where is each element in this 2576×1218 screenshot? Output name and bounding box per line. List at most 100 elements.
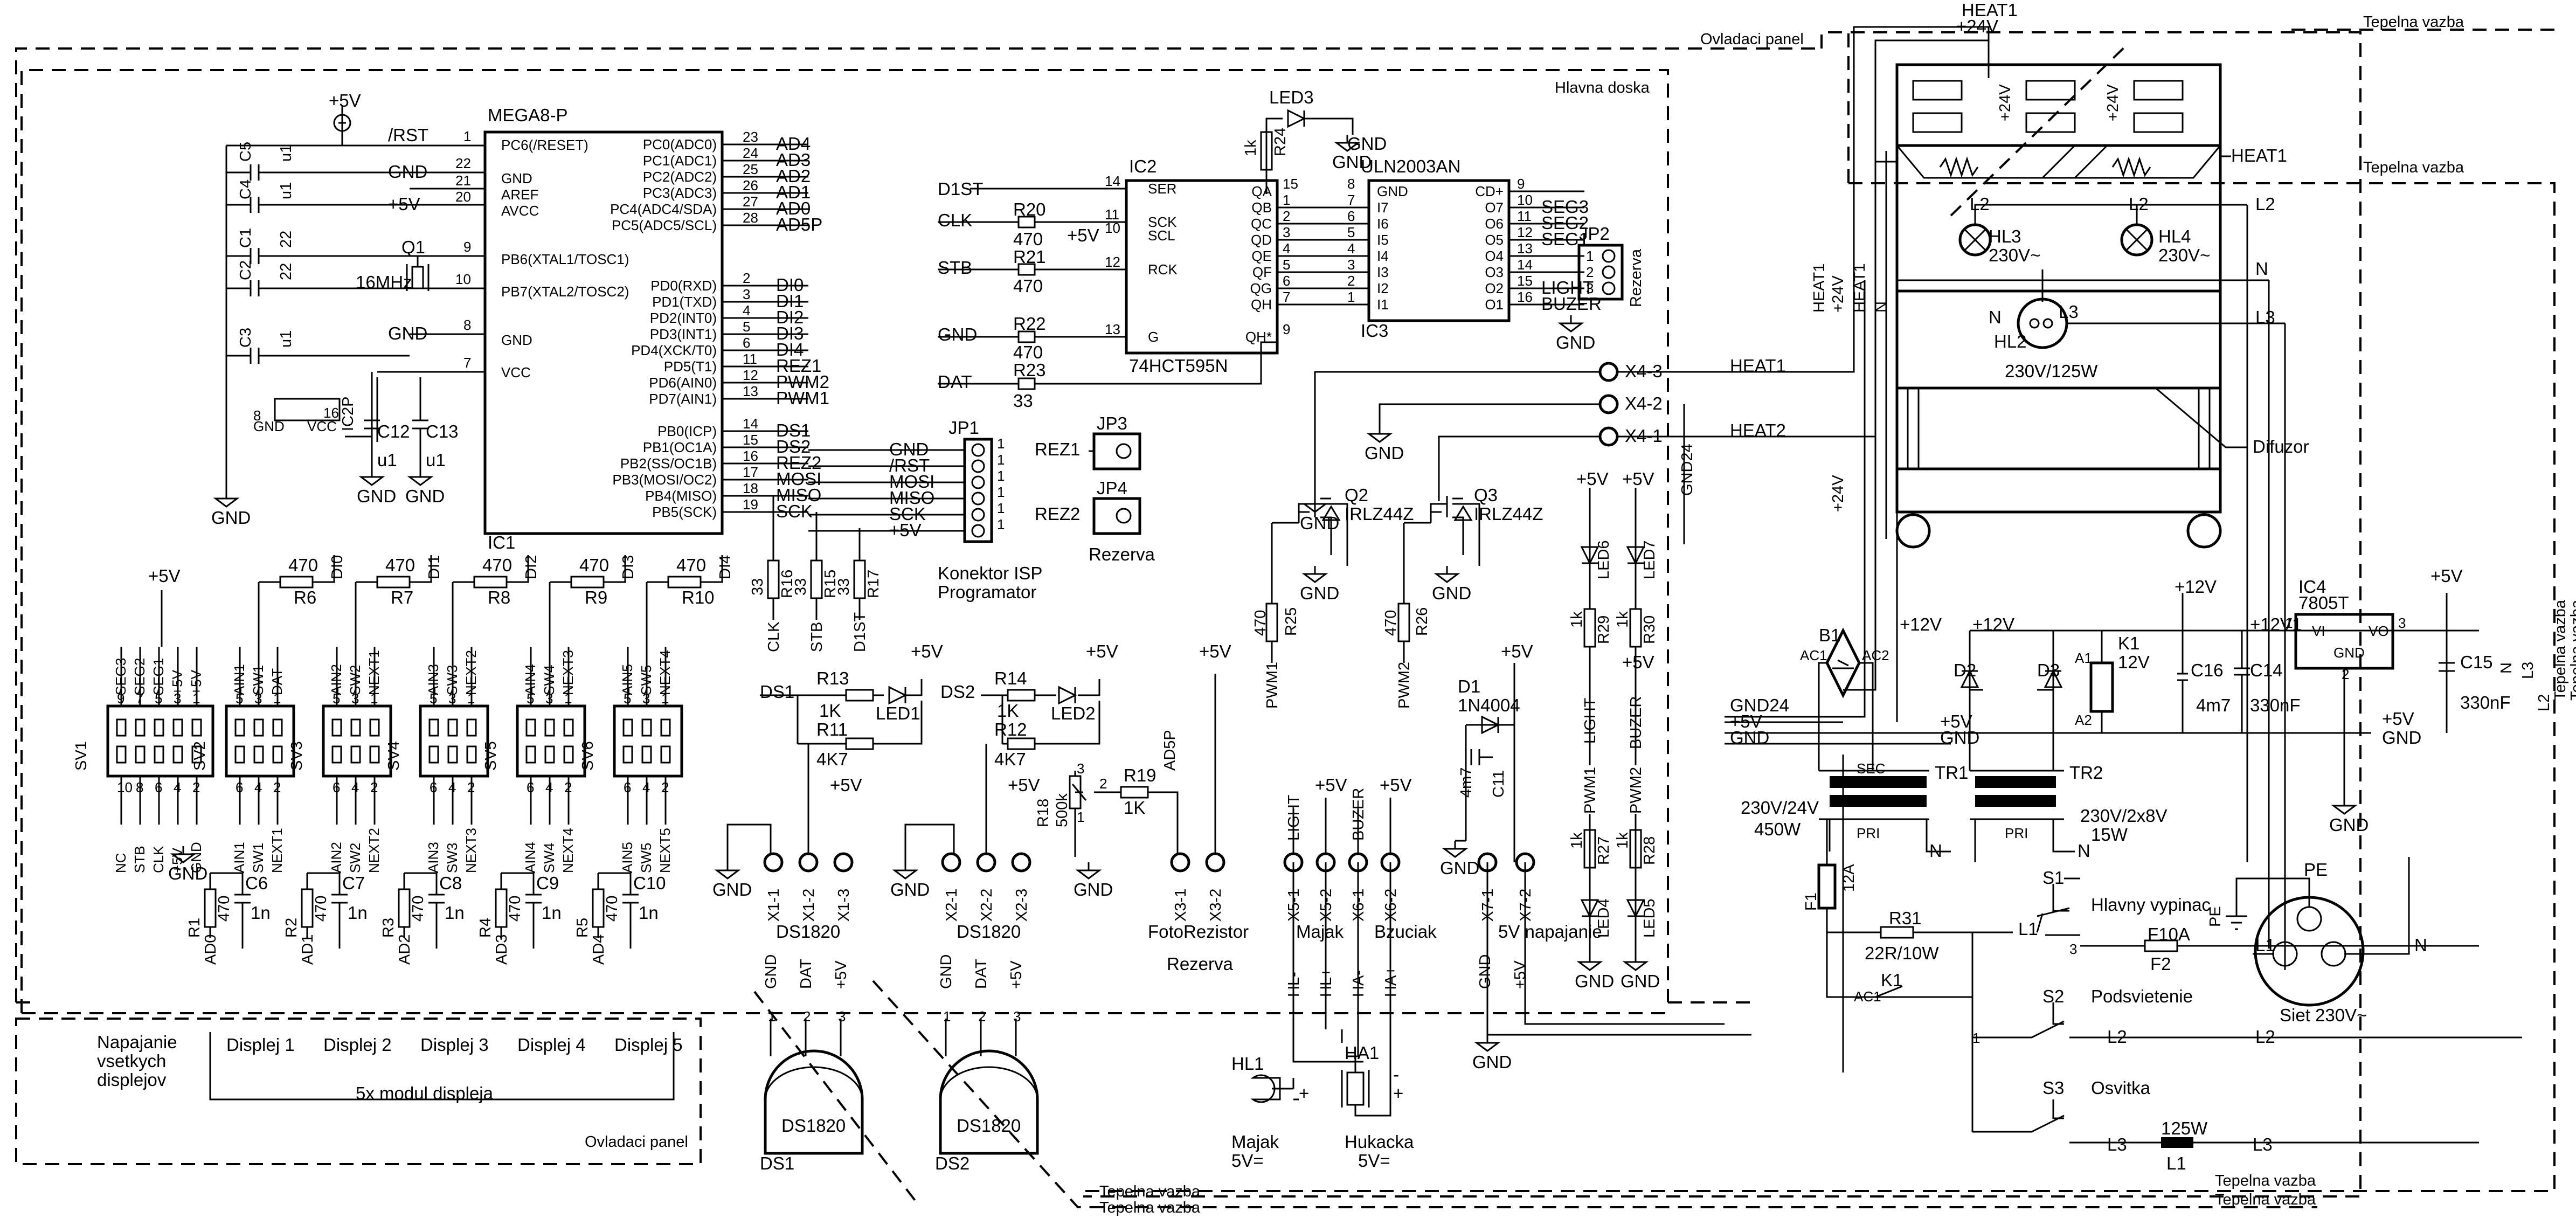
sv-top-net: NEXT4: [657, 650, 673, 695]
sv-res-value: 470: [288, 555, 318, 575]
jp2-pin-num: 3: [1586, 280, 1594, 296]
sv-connector: [613, 704, 683, 778]
ic3-pin-num: 16: [1517, 289, 1533, 305]
sv-res-label: R8: [488, 587, 510, 607]
sv-bot-net: AD1: [299, 935, 316, 965]
plus-sign: +: [1393, 1083, 1403, 1103]
s1-pin3: 3: [2069, 941, 2077, 957]
x-terminal: [1170, 852, 1190, 873]
q2-label: Q2: [1345, 485, 1368, 505]
ic3-name: ULN2003AN: [1361, 156, 1460, 176]
mcu-pin-num: 2: [743, 270, 750, 286]
frame-label-thermal-b: Tepelna vazba: [2363, 159, 2464, 176]
p24-label: +24V: [2104, 84, 2122, 121]
d2-label: D2: [1954, 660, 1976, 680]
sv-bot-net: SW1: [250, 843, 266, 873]
ic2-pin-num: 13: [1105, 321, 1120, 337]
mcu-pin-num: 15: [743, 432, 758, 448]
sv-pin-num: 8: [136, 779, 143, 795]
sv-top-net: AIN1: [231, 664, 247, 695]
sv-res-net: DI3: [620, 555, 637, 579]
ic3-left-pin: I5: [1377, 232, 1389, 248]
jp3-net: REZ1: [1035, 439, 1080, 459]
r11-value: 4K7: [816, 749, 848, 769]
jp1-pin: [971, 508, 985, 522]
l1-label-a: L1: [2018, 919, 2038, 939]
ic2p-vcc: VCC: [307, 418, 337, 434]
sv-bot-rv: 470: [410, 896, 427, 922]
ds1820-sensors: DS1820DS1GND1DAT2+5V3DS1820DS2GND1DAT2+5…: [760, 954, 1039, 1173]
x-terminal: [1011, 852, 1031, 873]
isp-res-label: R16: [779, 570, 796, 598]
tr1-value: 230V/24V: [1741, 798, 1819, 818]
sv-pin-num: 4: [351, 779, 359, 795]
sv-bot-net: NEXT4: [560, 828, 576, 873]
sv-top-net: SEG1: [150, 658, 167, 695]
pin-num: 8: [463, 317, 471, 333]
ic3-pin-num: 6: [1347, 208, 1355, 224]
s3-caption: Osvitka: [2091, 1078, 2151, 1098]
a1-label: A1: [2075, 650, 2092, 666]
mcu-pin-label: PD3(INT1): [650, 326, 717, 342]
ground-icon: [1434, 566, 1460, 583]
mcu-pin-num: 26: [743, 177, 758, 193]
r28-label: R28: [1641, 836, 1658, 865]
thermal-edge2: Tepelna vazba: [2568, 599, 2576, 701]
s2-label: S2: [2042, 986, 2064, 1006]
sv-res-value: 470: [385, 555, 415, 575]
isp-res-label: R17: [865, 570, 882, 598]
c16-label: C16: [2191, 660, 2224, 680]
s1-label: S1: [2042, 868, 2064, 888]
ground-label: GND: [211, 508, 251, 528]
frame-label-thermal-d: Tepelna vazba: [2215, 1191, 2316, 1208]
mcu-pin-num: 27: [743, 193, 758, 210]
ic3-left-pin: GND: [1377, 183, 1408, 199]
x-terminal-label: X1-2: [800, 889, 818, 922]
r12-value: 4K7: [994, 749, 1026, 769]
r25-value: 470: [1252, 610, 1269, 636]
ground-icon: [1576, 954, 1603, 971]
sensor-pin: DAT: [798, 959, 815, 989]
ic3-right-pin: O6: [1485, 216, 1504, 232]
heat1-top: HEAT1: [1962, 0, 2018, 20]
ha1-label: HA1: [1345, 1043, 1379, 1063]
sv-bot-net: SW4: [541, 843, 557, 873]
p12-label: +12V: [2175, 577, 2217, 597]
ic3-left-pin: I2: [1377, 280, 1389, 296]
x7-caption: 5V napajanie: [1498, 922, 1602, 942]
ic3-left-pin: I4: [1377, 248, 1389, 264]
ic4-pin3: 3: [2398, 615, 2406, 631]
sv-pin-num: 6: [527, 779, 534, 795]
sv-bot-net: AD0: [202, 935, 219, 965]
r18-value: 500k: [1054, 793, 1071, 827]
ic3-right-pin: O1: [1485, 296, 1504, 313]
hl4-value: 230V~: [2158, 245, 2210, 265]
sv-connector: [419, 704, 489, 778]
net-gnd: GND: [938, 324, 977, 344]
sv-pin-num: 1: [661, 690, 669, 707]
c14-label: C14: [2250, 660, 2283, 680]
ic2-pin-num: 15: [1283, 176, 1298, 192]
sv-res-label: R6: [294, 587, 316, 607]
pe-label: PE: [2304, 860, 2328, 880]
sv-pin-num: 2: [661, 779, 669, 795]
pwm1-net: PWM1: [1582, 767, 1599, 814]
l1-socket: L1: [2255, 935, 2275, 955]
led2-label: LED2: [1051, 703, 1096, 723]
mcu-pin-num: 19: [743, 496, 758, 513]
ic3-pin-num: 7: [1347, 192, 1355, 208]
ds2-label: DS2: [940, 682, 975, 702]
mcu-pin-label: PC0(ADC0): [643, 136, 717, 153]
l3-s3b: L3: [2253, 1134, 2273, 1154]
r24-value: 1k: [1242, 140, 1259, 156]
c15-value: 330nF: [2460, 693, 2511, 712]
s2-caption: Podsvietenie: [2091, 986, 2193, 1006]
ic2-right-pin: QA: [1251, 183, 1272, 199]
mcu-net-label: REZ2: [776, 453, 821, 473]
jp1-pin: [971, 443, 985, 457]
x-terminal: [941, 852, 961, 873]
jp1-pin: [971, 459, 985, 473]
sv-bot-r: R4: [477, 918, 494, 938]
